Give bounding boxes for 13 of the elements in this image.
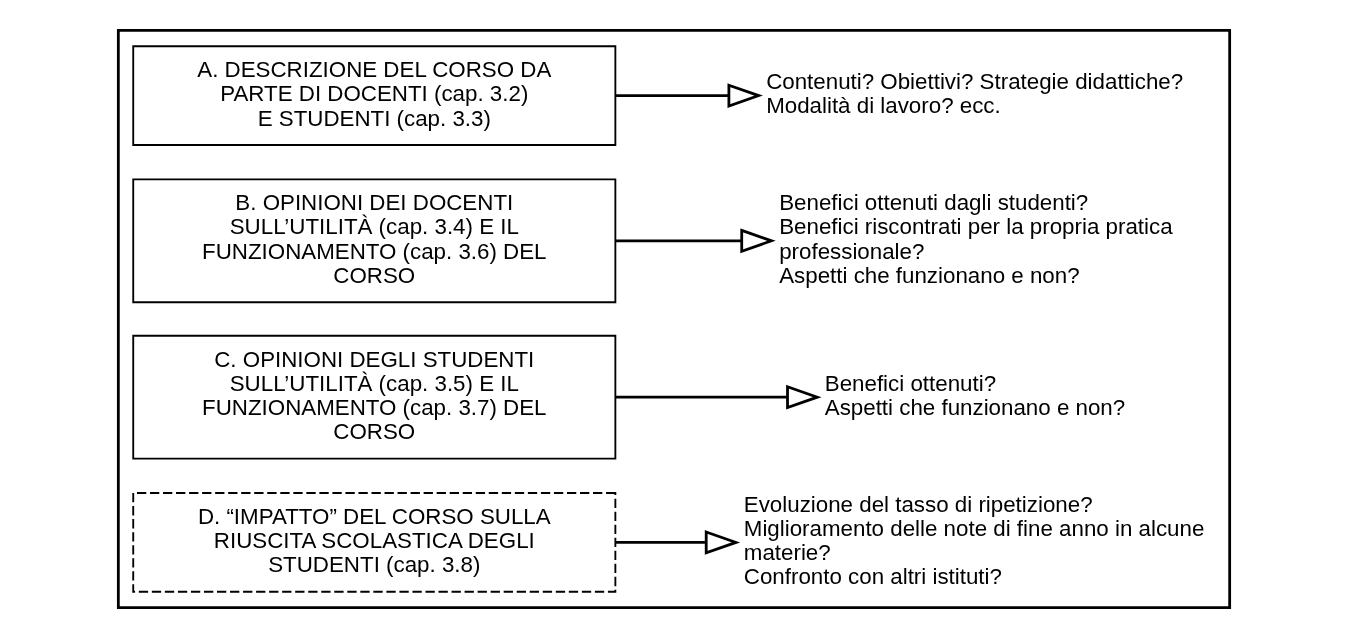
node-box: C. OPINIONI DEGLI STUDENTI SULL’UTILITÀ (cap. 3.5) E IL FUNZIONAMENTO (cap. 3.7) DEL CORSO bbox=[131, 334, 616, 460]
node-box: D. “IMPATTO” DEL CORSO SULLA RIUSCITA SCOLASTICA DEGLI STUDENTI (cap. 3.8) bbox=[131, 492, 616, 593]
arrow bbox=[615, 228, 776, 254]
node-box: B. OPINIONI DEI DOCENTI SULL’UTILITÀ (cap. 3.4) E IL FUNZIONAMENTO (cap. 3.6) DEL CORSO bbox=[131, 178, 616, 304]
cluster bbox=[116, 29, 1231, 609]
node-text: Evoluzione del tasso di ripetizione? Miglioramento delle note di fine anno in alcune materie? Confronto con altri istituti? bbox=[743, 491, 1204, 590]
arrow bbox=[615, 83, 763, 108]
arrow bbox=[615, 384, 822, 410]
node-text: Benefici ottenuti? Aspetti che funzionano e non? bbox=[824, 370, 1125, 421]
node-text: Benefici ottenuti dagli studenti? Benefici riscontrati per la propria pratica professionale? Aspetti che funzionano e non? bbox=[778, 190, 1173, 288]
node-text: Contenuti? Obiettivi? Strategie didattiche? Modalità di lavoro? ecc. bbox=[765, 69, 1183, 119]
arrow bbox=[615, 530, 740, 555]
node-box: A. DESCRIZIONE DEL CORSO DA PARTE DI DOCENTI (cap. 3.2) E STUDENTI (cap. 3.3) bbox=[131, 45, 616, 146]
